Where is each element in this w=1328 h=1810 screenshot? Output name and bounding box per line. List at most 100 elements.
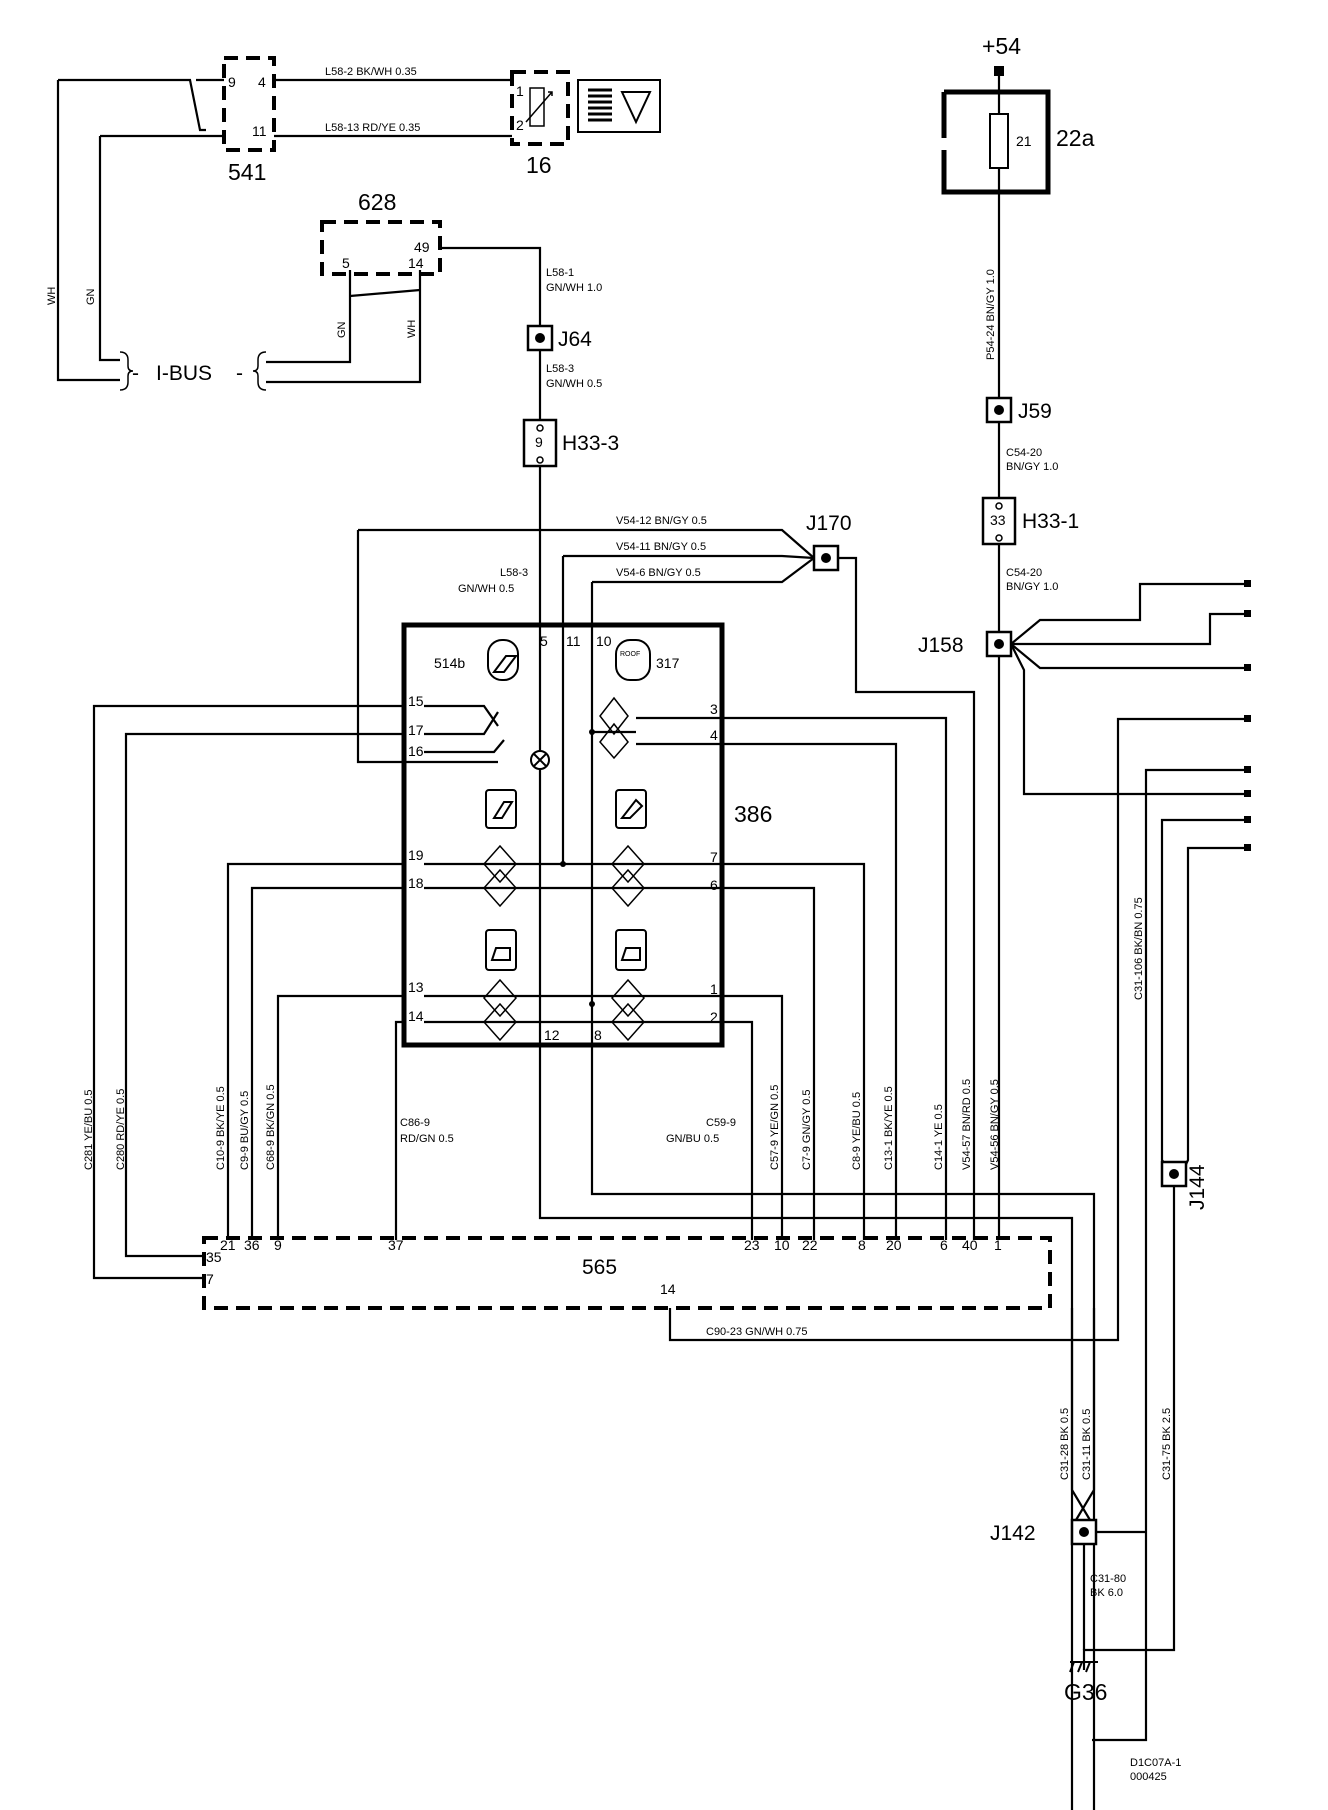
supply-terminal <box>994 66 1004 76</box>
pin-label: 7 <box>710 849 718 865</box>
pin-label: 12 <box>544 1027 560 1043</box>
junction-dot <box>589 1001 595 1007</box>
wire-branch <box>1011 612 1248 646</box>
pin-label: 7 <box>206 1271 214 1287</box>
pin-label: 9 <box>535 434 543 450</box>
wire-branch <box>1010 643 1250 670</box>
wire-gn-ibus <box>98 136 120 362</box>
pin-label: 2 <box>516 117 524 133</box>
wire-label: C54-20 <box>1006 447 1042 459</box>
wire-c14-1 <box>722 716 948 1240</box>
wire-label: C90-23 GN/WH 0.75 <box>706 1326 807 1338</box>
pin-label: 40 <box>962 1237 978 1253</box>
supply-label: +54 <box>982 33 1021 59</box>
contact <box>424 711 499 736</box>
wire-wh-628 <box>266 270 422 384</box>
pin-label: 9 <box>274 1237 282 1253</box>
splice-label: J142 <box>990 1522 1036 1545</box>
wire-label: C10-9 BK/YE 0.5 <box>215 1086 227 1170</box>
fuse-box-22a: 21 22a <box>941 89 1095 195</box>
component-label-22a: 22a <box>1056 125 1095 151</box>
contact <box>482 868 518 908</box>
pin-label: 8 <box>858 1237 866 1253</box>
switch-icon-317: ROOF 317 <box>615 639 680 681</box>
pin-label: 49 <box>414 239 430 255</box>
ground-icon: G36 <box>1064 1650 1107 1705</box>
wire-v54-6 <box>592 557 815 584</box>
pin-label: 37 <box>388 1237 404 1253</box>
wire-label: BK 6.0 <box>1090 1587 1123 1599</box>
wire-label: C280 RD/YE 0.5 <box>115 1089 127 1170</box>
pin-label: 36 <box>244 1237 260 1253</box>
wire-c13-1 <box>722 742 898 1240</box>
component-541: 9 4 11 541 <box>222 56 276 185</box>
wire-label: WH <box>406 320 418 338</box>
wire-label: L58-13 RD/YE 0.35 <box>325 122 420 134</box>
wire-j144-a <box>1160 818 1250 1183</box>
ibus-label: I-BUS <box>156 362 212 385</box>
wire-v54-12 <box>358 528 815 559</box>
wire-label: GN/WH 0.5 <box>458 583 514 595</box>
wire-label: C281 YE/BU 0.5 <box>83 1089 95 1170</box>
pin-label: 33 <box>990 512 1006 528</box>
pin-label: 21 <box>220 1237 236 1253</box>
connector-label: H33-1 <box>1022 510 1079 533</box>
wire-label: V54-6 BN/GY 0.5 <box>616 567 701 579</box>
wire-label: C8-9 YE/BU 0.5 <box>851 1092 863 1170</box>
splice-label: J64 <box>558 328 592 351</box>
wire-gn-628 <box>266 270 352 364</box>
wire-label: C7-9 GN/GY 0.5 <box>801 1090 813 1171</box>
ground-label: G36 <box>1064 1679 1107 1705</box>
window-switch-icon <box>615 789 647 829</box>
wire-label: C13-1 BK/YE 0.5 <box>883 1086 895 1170</box>
component-label-317: 317 <box>656 655 680 671</box>
wire-label: C31-75 BK 2.5 <box>1161 1408 1173 1480</box>
window-switch-icon <box>485 789 517 829</box>
pin-label: 1 <box>516 83 524 99</box>
pin-label: 17 <box>408 722 424 738</box>
wire-label: C31-80 <box>1090 1573 1126 1585</box>
wire-8 <box>590 1045 1096 1810</box>
wire-c31-106 <box>1092 768 1250 1742</box>
pin-label: 15 <box>408 693 424 709</box>
component-565: 565 35 7 21 36 9 37 23 10 22 8 20 6 40 1… <box>202 1236 1052 1310</box>
wire-wh-ibus <box>56 80 120 382</box>
wire-l58 <box>440 246 542 625</box>
pin-label: 14 <box>408 255 424 271</box>
junction-dot <box>560 861 566 867</box>
connector-label: H33-3 <box>562 432 619 455</box>
wire-label: C59-9 <box>706 1117 736 1129</box>
pin-label: 14 <box>408 1008 424 1024</box>
wire-label: GN/BU 0.5 <box>666 1133 719 1145</box>
wire-v54-12 <box>356 530 498 764</box>
contact <box>424 739 505 754</box>
pin-label: 10 <box>596 633 612 649</box>
connector-h33-3: 9 H33-3 <box>522 418 619 468</box>
wire-label: C54-20 <box>1006 567 1042 579</box>
contact <box>610 978 646 1018</box>
roof-label: ROOF <box>620 651 640 658</box>
component-label-565: 565 <box>582 1256 617 1279</box>
pin-label: 6 <box>940 1237 948 1253</box>
wire-label: C31-106 BK/BN 0.75 <box>1133 897 1145 1000</box>
pin-label: 20 <box>886 1237 902 1253</box>
component-label-541: 541 <box>228 159 266 185</box>
pin-label: 8 <box>594 1027 602 1043</box>
pin-label: 13 <box>408 979 424 995</box>
wire-c9-9 <box>250 886 404 1240</box>
terminal <box>1244 790 1251 797</box>
wire-branch <box>1010 582 1248 645</box>
pin-label: 2 <box>710 1009 718 1025</box>
dash: - <box>236 362 243 385</box>
window-switch-icon <box>485 929 517 971</box>
splice-j158: J158 <box>918 630 1013 658</box>
splice-j59: J59 <box>985 396 1052 424</box>
pin-label: 1 <box>994 1237 1002 1253</box>
wire-label: WH <box>46 287 58 305</box>
pin-label: 6 <box>710 877 718 893</box>
component-628: 5 14 49 628 <box>320 189 442 276</box>
wire-branch <box>1010 643 1250 796</box>
splice-j64: J64 <box>526 324 592 352</box>
wire-c86-9 <box>394 1020 404 1240</box>
contact <box>482 978 518 1018</box>
